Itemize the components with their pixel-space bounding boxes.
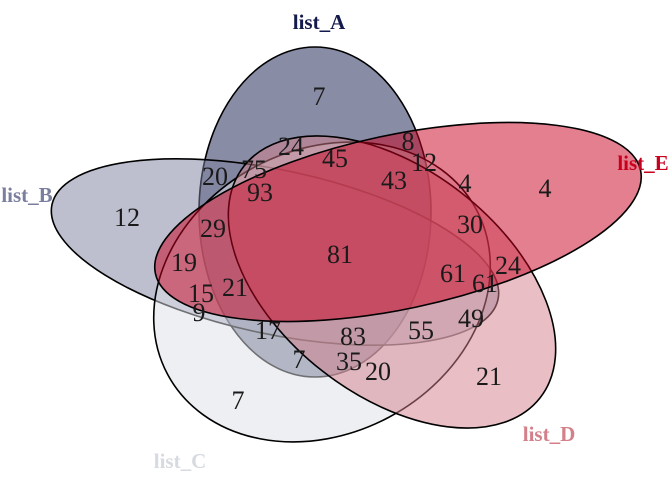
region-count: 15 — [188, 279, 214, 308]
region-count: 9 — [193, 298, 206, 327]
region-count: 8 — [402, 127, 415, 156]
region-count: 7 — [313, 82, 326, 111]
region-count: 93 — [247, 178, 273, 207]
region-count: 21 — [222, 273, 248, 302]
region-count: 81 — [327, 240, 353, 269]
region-count: 21 — [476, 362, 502, 391]
region-count: 20 — [202, 162, 228, 191]
set-label-list-a: list_A — [293, 10, 346, 34]
set-label-list-b: list_B — [1, 183, 52, 207]
region-count: 24 — [495, 251, 521, 280]
region-count: 4 — [539, 174, 552, 203]
region-count: 24 — [278, 132, 304, 161]
region-count: 30 — [457, 210, 483, 239]
region-count: 19 — [171, 248, 197, 277]
region-count: 20 — [365, 357, 391, 386]
region-counts: 7 4 12 21 7 24 20 75 8 12 45 43 93 4 29 … — [114, 82, 552, 415]
region-count: 12 — [114, 203, 140, 232]
set-label-list-c: list_C — [154, 449, 207, 473]
region-count: 61 — [440, 259, 466, 288]
region-count: 29 — [200, 214, 226, 243]
region-count: 43 — [381, 166, 407, 195]
region-count: 49 — [458, 304, 484, 333]
region-count: 12 — [411, 148, 437, 177]
region-count: 75 — [241, 155, 267, 184]
set-ellipses — [50, 46, 643, 443]
region-count: 17 — [255, 316, 281, 345]
region-count: 55 — [408, 316, 434, 345]
set-label-list-d: list_D — [523, 422, 576, 446]
region-count: 45 — [322, 144, 348, 173]
set-label-list-e: list_E — [617, 151, 668, 175]
ellipse-list-e — [153, 121, 643, 323]
region-count: 61 — [472, 269, 498, 298]
set-labels: list_A list_B list_C list_D list_E — [1, 10, 668, 473]
region-count: 35 — [336, 347, 362, 376]
region-count: 83 — [340, 322, 366, 351]
region-count: 4 — [459, 169, 472, 198]
region-count: 7 — [293, 345, 306, 374]
region-count: 7 — [232, 386, 245, 415]
